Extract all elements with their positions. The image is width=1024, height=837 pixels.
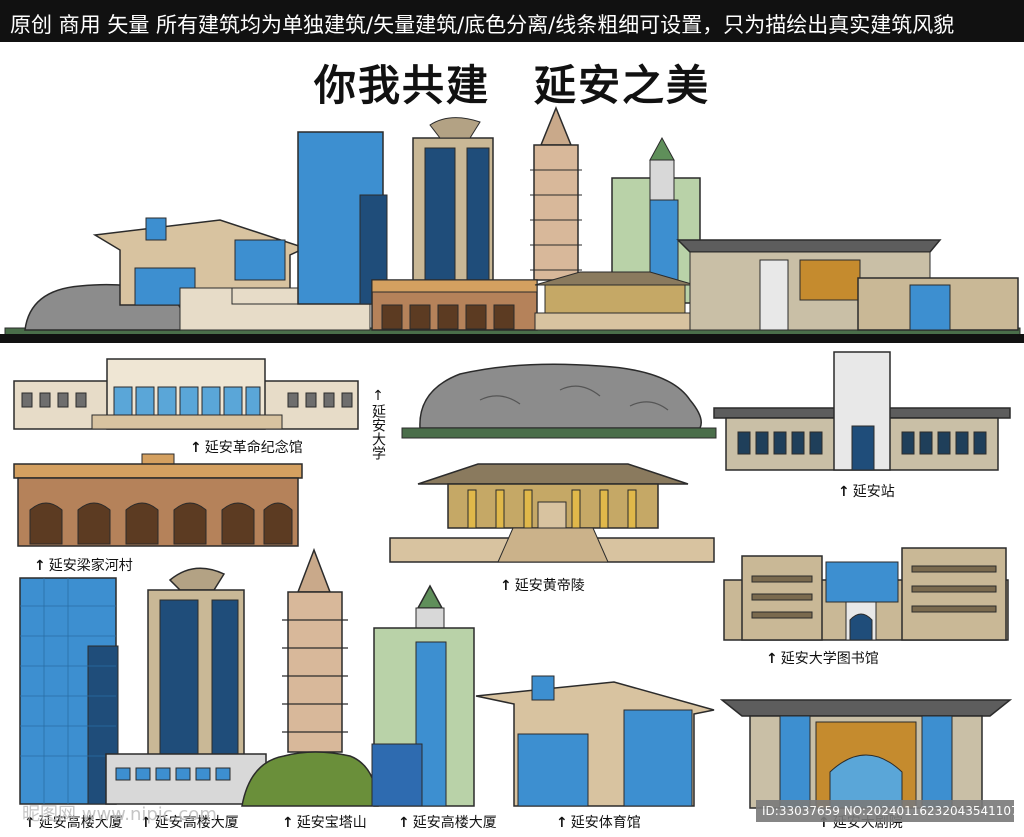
watermark-left: 昵图网 www.nipic.com	[22, 804, 217, 825]
tower-a-illustration	[19, 577, 119, 805]
arrow-up-icon: ↑	[556, 815, 568, 831]
station-illustration	[713, 351, 1011, 471]
gymnasium-illustration	[475, 675, 715, 807]
skyline-station	[676, 239, 942, 253]
liangjiahe-illustration	[13, 453, 303, 547]
arrow-up-icon: ↑	[282, 815, 294, 831]
arrow-up-icon: ↑	[818, 815, 830, 831]
caption-university: ↑延安大学	[370, 388, 386, 460]
skyline-gym-tower	[145, 217, 167, 241]
arrow-up-icon: ↑	[24, 815, 36, 831]
caption-revolution-museum: ↑延安革命纪念馆	[190, 440, 303, 456]
skyline-illustration	[4, 106, 1021, 337]
arrow-up-icon: ↑	[140, 815, 152, 831]
tower-c-illustration	[371, 584, 475, 807]
tower-b-illustration	[105, 567, 267, 805]
university-rock-illustration	[401, 363, 717, 439]
watermark-id: ID:33037659 NO:20240116232043541107	[756, 800, 1019, 822]
arrow-up-icon: ↑	[766, 651, 778, 667]
caption-huangdi-tomb: ↑延安黄帝陵	[500, 578, 585, 594]
huangdi-tomb-illustration	[389, 463, 715, 563]
theater-illustration	[720, 699, 1012, 809]
arrow-up-icon: ↑	[372, 388, 384, 404]
caption-gymnasium: ↑延安体育馆	[556, 815, 641, 831]
caption-tower-b: ↑延安高楼大厦	[140, 815, 239, 831]
skyline-pagoda	[539, 106, 573, 146]
caption-liangjiahe: ↑延安梁家河村	[34, 558, 133, 574]
caption-station: ↑延安站	[838, 484, 895, 500]
university-library-illustration	[723, 547, 1009, 641]
caption-university-library: ↑延安大学图书馆	[766, 651, 879, 667]
caption-pagoda: ↑延安宝塔山	[282, 815, 367, 831]
section-divider	[0, 334, 1024, 343]
arrow-up-icon: ↑	[34, 558, 46, 574]
banner-text: 原创 商用 矢量 所有建筑均为单独建筑/矢量建筑/底色分离/线条粗细可设置，只为…	[10, 13, 955, 37]
arrow-up-icon: ↑	[398, 815, 410, 831]
top-banner: 原创 商用 矢量 所有建筑均为单独建筑/矢量建筑/底色分离/线条粗细可设置，只为…	[0, 0, 1024, 42]
caption-tower-c: ↑延安高楼大厦	[398, 815, 497, 831]
arrow-up-icon: ↑	[190, 440, 202, 456]
caption-tower-a: ↑延安高楼大厦	[24, 815, 123, 831]
revolution-museum-illustration	[13, 358, 359, 430]
pagoda-illustration	[241, 548, 379, 807]
arrow-up-icon: ↑	[500, 578, 512, 594]
page-title: 你我共建 延安之美	[313, 61, 710, 110]
arrow-up-icon: ↑	[838, 484, 850, 500]
